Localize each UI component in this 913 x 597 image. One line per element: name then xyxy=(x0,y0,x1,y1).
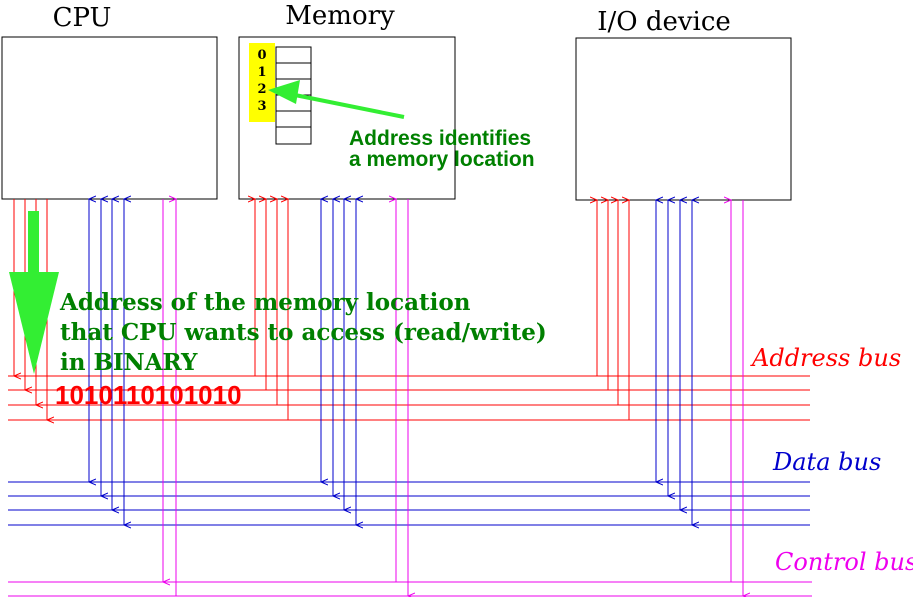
memory-address-3: 3 xyxy=(257,99,266,114)
data-bus-label: Data bus xyxy=(772,448,881,476)
memory-address-1: 1 xyxy=(257,65,266,80)
cpu-control-connectors xyxy=(163,199,176,596)
io-data-connectors xyxy=(656,200,692,525)
cpu-box xyxy=(1,36,218,200)
memory-address-0: 0 xyxy=(257,48,266,63)
io-address-connectors xyxy=(597,200,629,420)
cpu-data-connectors xyxy=(89,199,124,525)
memory-data-connectors xyxy=(321,199,356,525)
memory-annotation-line1: Address identifies xyxy=(349,127,531,150)
memory-address-highlight xyxy=(249,43,275,122)
data-bus xyxy=(8,481,810,526)
cpu-title: CPU xyxy=(53,3,112,33)
memory-pointer-arrow xyxy=(268,80,405,119)
memory-control-connectors xyxy=(396,199,408,596)
address-bus-label: Address bus xyxy=(750,344,901,372)
memory-address-2: 2 xyxy=(257,82,266,97)
control-bus xyxy=(8,581,812,597)
cpu-address-arrow xyxy=(9,211,59,374)
binary-address-value: 1010110101010 xyxy=(55,380,242,410)
io-control-connectors xyxy=(731,200,743,596)
address-bus xyxy=(8,375,810,421)
memory-address-connectors xyxy=(255,199,288,420)
memory-annotation-line2: a memory location xyxy=(349,148,535,171)
cpu-annotation-line3: in BINARY xyxy=(60,349,198,376)
io-device-box xyxy=(575,37,792,201)
memory-title: Memory xyxy=(285,1,395,31)
control-bus-label: Control bus xyxy=(775,548,913,576)
io-device-title: I/O device xyxy=(597,7,731,37)
cpu-annotation-line2: that CPU wants to access (read/write) xyxy=(60,319,547,346)
cpu-annotation-line1: Address of the memory location xyxy=(59,289,471,316)
